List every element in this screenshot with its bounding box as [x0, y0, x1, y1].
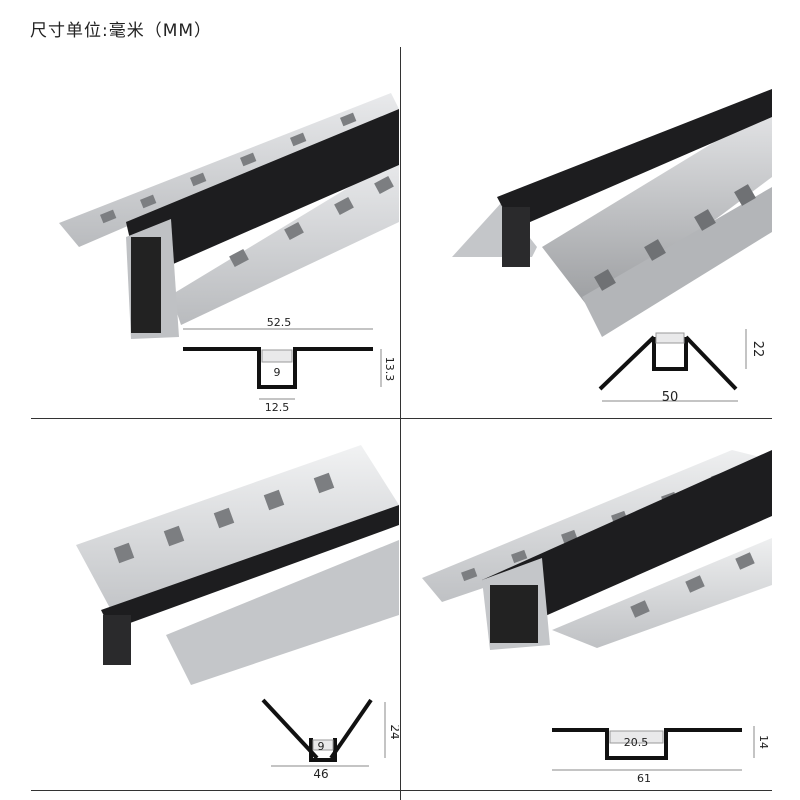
profile-panel-4: 20.5 61 14 [402, 420, 772, 800]
profile-panel-2: 50 22 [402, 47, 772, 417]
profile-photo-1: 52.5 9 12.5 13.3 [59, 93, 399, 414]
dim-height: 22 [750, 341, 765, 358]
dim-inner: 9 [274, 366, 281, 379]
profile-photo-2: 50 22 [452, 89, 772, 405]
dim-bottom: 12.5 [265, 401, 290, 414]
dim-inner: 20.5 [624, 736, 649, 749]
dim-width: 46 [313, 767, 328, 781]
profile-photo-4: 20.5 61 14 [422, 450, 772, 785]
profile-photo-3: 9 46 24 [76, 445, 399, 781]
grid-divider-vertical [400, 47, 401, 800]
dim-inner: 9 [318, 740, 325, 753]
unit-label: 尺寸单位:毫米（MM） [30, 21, 213, 41]
dim-height: 14 [757, 735, 770, 749]
bottom-divider [31, 790, 772, 791]
profile-panel-1: 52.5 9 12.5 13.3 [31, 47, 399, 417]
profile-panel-3: 9 46 24 [31, 420, 399, 800]
dim-height: 24 [388, 724, 399, 739]
dim-height: 13.3 [383, 357, 396, 382]
dim-width: 52.5 [267, 316, 292, 329]
dim-width: 50 [662, 390, 679, 405]
grid-divider-horizontal [31, 418, 772, 419]
channel-opening [131, 237, 161, 333]
dim-width: 61 [637, 772, 651, 785]
